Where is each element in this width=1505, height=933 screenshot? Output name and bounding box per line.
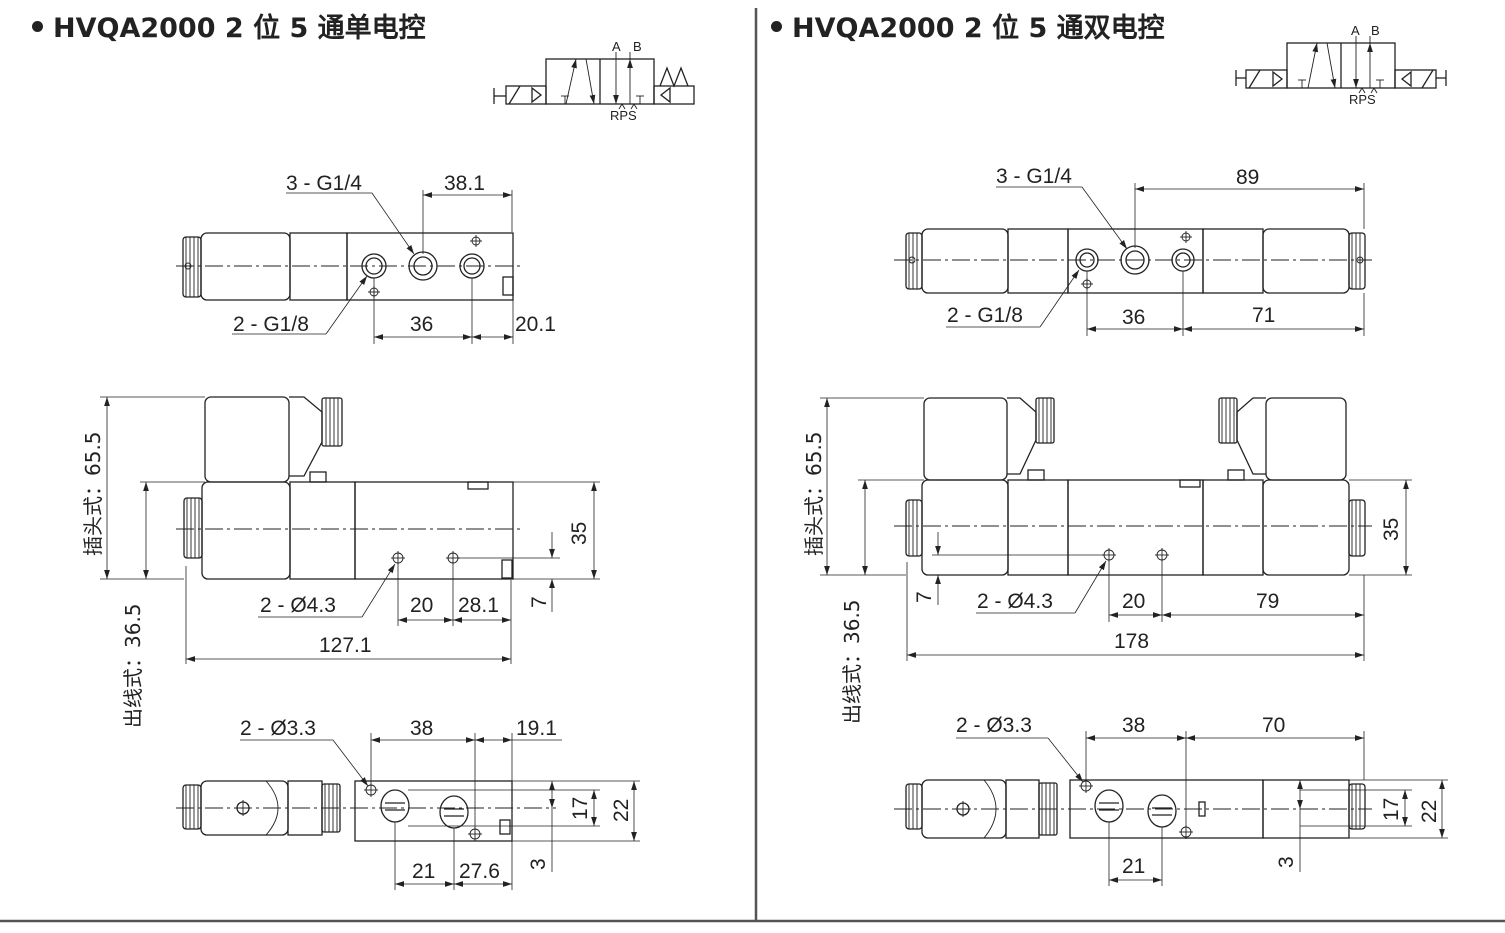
dim-38-1: 38.1: [444, 172, 485, 195]
title-right-text: HVQA2000 2 位 5 通双电控: [792, 13, 1165, 44]
label-wire-type-left: 出线式：36.5: [121, 603, 145, 728]
title-double-solenoid: HVQA2000 2 位 5 通双电控: [771, 6, 1165, 45]
dim-27-6: 27.6: [459, 860, 500, 883]
dim-3-left: 3: [527, 858, 550, 870]
side-view-double: [820, 397, 1412, 661]
valve-symbol-double: A B RPS: [1235, 23, 1447, 107]
label-port-g18-right: 2 - G1/8: [947, 304, 1023, 327]
label-hole-3-3-right: 2 - Ø3.3: [956, 714, 1032, 737]
label-port-g14-left: 3 - G1/4: [286, 172, 362, 195]
bullet-icon: [32, 21, 43, 32]
dim-height-35-left: 35: [568, 522, 591, 545]
symbol-label-a: A: [612, 39, 621, 54]
dim-bot-38-left: 38: [410, 717, 433, 740]
label-mount-hole-right: 2 - Ø4.3: [977, 590, 1053, 613]
side-view-single: [100, 396, 600, 664]
bottom-view-single: [176, 733, 640, 890]
bullet-icon: [771, 21, 782, 32]
dim-79: 79: [1256, 590, 1279, 613]
label-wire-type-right: 出线式：36.5: [840, 599, 864, 724]
label-hole-3-3-left: 2 - Ø3.3: [240, 717, 316, 740]
dim-70: 70: [1262, 714, 1285, 737]
dim-height-35-right: 35: [1380, 518, 1403, 541]
symbol-label-rps: RPS: [610, 108, 637, 123]
dim-28-1: 28.1: [458, 594, 499, 617]
dim-length-127-1: 127.1: [319, 634, 372, 657]
dim-17-left: 17: [569, 797, 592, 820]
dim-bot-38-right: 38: [1122, 714, 1145, 737]
valve-symbol-single: A B RPS: [493, 39, 695, 123]
symbol-label-b: B: [1371, 23, 1380, 38]
dim-3-right: 3: [1275, 856, 1298, 868]
label-port-g18-left: 2 - G1/8: [233, 313, 309, 336]
title-single-solenoid: HVQA2000 2 位 5 通单电控: [32, 6, 426, 45]
dim-bot-21-left: 21: [412, 860, 435, 883]
dim-22-right: 22: [1418, 800, 1441, 823]
dim-length-178: 178: [1114, 630, 1149, 653]
label-port-g14-right: 3 - G1/4: [996, 165, 1072, 188]
bottom-view-double: [894, 731, 1448, 886]
dim-19-1: 19.1: [516, 717, 557, 740]
label-plug-type-right: 插头式：65.5: [802, 431, 826, 556]
dim-20-1: 20.1: [515, 313, 556, 336]
dim-height-7-left: 7: [528, 596, 551, 608]
dim-mid-20-right: 20: [1122, 590, 1145, 613]
symbol-label-b: B: [633, 39, 642, 54]
dim-71: 71: [1252, 304, 1275, 327]
dim-mid-20-left: 20: [410, 594, 433, 617]
dim-bot-21-right: 21: [1122, 855, 1145, 878]
dim-top-36-left: 36: [410, 313, 433, 336]
label-mount-hole-left: 2 - Ø4.3: [260, 594, 336, 617]
top-view-double: [894, 183, 1372, 336]
label-plug-type-left: 插头式：65.5: [81, 431, 105, 556]
dim-22-left: 22: [610, 799, 633, 822]
dim-17-right: 17: [1380, 798, 1403, 821]
dim-89: 89: [1236, 166, 1259, 189]
symbol-label-rps: RPS: [1349, 92, 1376, 107]
dim-height-7-right: 7: [913, 591, 936, 603]
title-left-text: HVQA2000 2 位 5 通单电控: [53, 13, 426, 44]
top-view-single: [176, 190, 520, 344]
dim-top-36-right: 36: [1122, 306, 1145, 329]
symbol-label-a: A: [1351, 23, 1360, 38]
